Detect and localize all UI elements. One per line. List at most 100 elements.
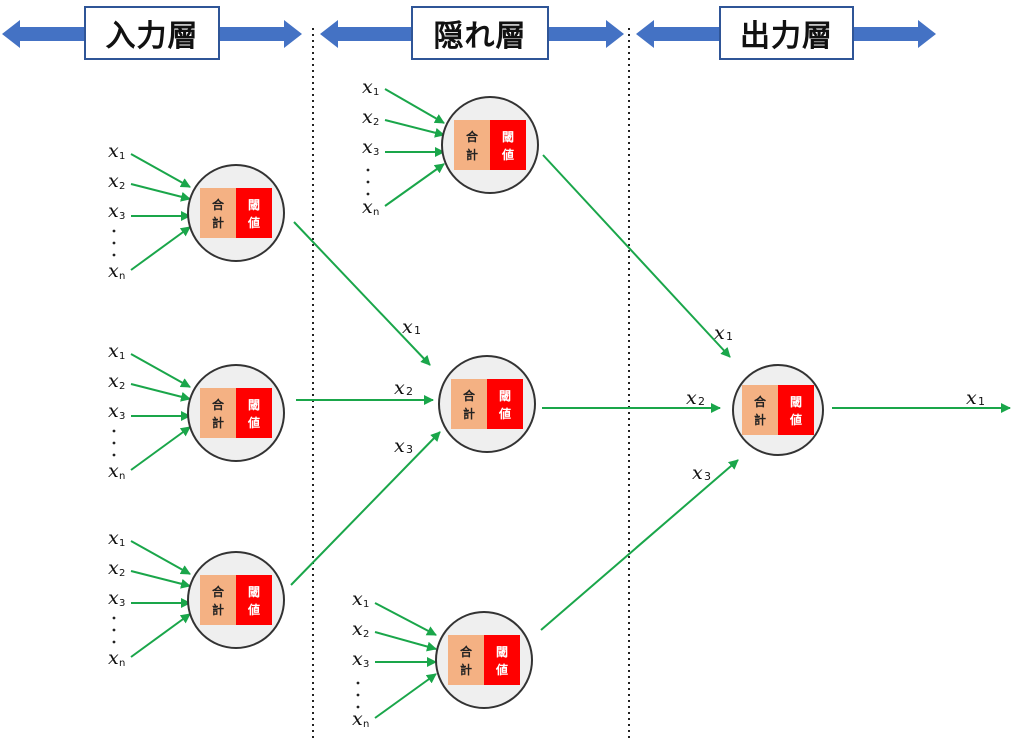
connections [290, 154, 1011, 631]
sum-label-char: 計 [754, 412, 766, 427]
input-label: x [362, 196, 373, 218]
ellipsis-dot [112, 229, 116, 233]
ellipsis-dot [112, 441, 116, 445]
input-label: x [352, 618, 363, 640]
ellipsis-dot [112, 241, 116, 245]
threshold-label-char: 閾 [499, 389, 511, 403]
output-label: x [966, 387, 977, 409]
threshold-block [778, 385, 814, 435]
sum-label-char: 合 [212, 197, 225, 212]
conn-label-1: x [714, 322, 725, 344]
ellipsis-dot [356, 693, 360, 697]
connection-in1-hid [293, 221, 431, 366]
input-arrow [384, 163, 445, 207]
threshold-label-char: 値 [247, 602, 260, 617]
sum-label-char: 合 [460, 644, 473, 659]
sum-label-char: 計 [212, 215, 224, 230]
input-label-subscript: n [119, 471, 125, 482]
input-label: x [108, 200, 119, 222]
input-arrow [130, 540, 191, 575]
conn-label-1-subscript: 1 [726, 330, 733, 343]
ellipsis-dot [366, 168, 370, 172]
input-label: x [108, 527, 119, 549]
conn-label-2-subscript: 2 [698, 395, 705, 408]
sum-block [200, 388, 236, 438]
connection-hid1-out [542, 154, 731, 358]
input-label-subscript: n [119, 271, 125, 282]
sum-block [448, 635, 484, 685]
input-label-subscript: 3 [373, 147, 379, 158]
threshold-label-char: 閾 [502, 130, 514, 144]
conn-label-2-subscript: 2 [406, 385, 413, 398]
input-arrow [130, 183, 191, 202]
threshold-label-char: 値 [789, 412, 802, 427]
connection-in3-hid [290, 431, 441, 586]
conn-label-3: x [394, 435, 405, 457]
input-label-subscript: n [363, 719, 369, 730]
ellipsis-dot [112, 628, 116, 632]
input-label-subscript: 2 [119, 181, 125, 192]
threshold-block [490, 120, 526, 170]
input-arrow [384, 119, 445, 138]
input-label: x [362, 76, 373, 98]
connection-hid3-out [540, 459, 739, 631]
input-arrow [130, 353, 191, 388]
input-label: x [362, 106, 373, 128]
conn-label-2: x [686, 387, 697, 409]
sum-label-char: 合 [212, 584, 225, 599]
input-label: x [108, 140, 119, 162]
ellipsis-dot [112, 253, 116, 257]
sum-label-char: 合 [212, 397, 225, 412]
input-label: x [108, 260, 119, 282]
sum-block [742, 385, 778, 435]
ellipsis-dot [112, 429, 116, 433]
input-label-subscript: 1 [373, 87, 379, 98]
input-arrow [130, 613, 191, 658]
neuron-out: 合計 閾値 [732, 364, 824, 456]
input-label-subscript: 2 [373, 117, 379, 128]
hidden-layer-title: 隠れ層 [411, 6, 549, 60]
input-label-subscript: 3 [119, 598, 125, 609]
input-label-subscript: 2 [119, 568, 125, 579]
sum-label-char: 合 [466, 129, 479, 144]
threshold-label-char: 値 [495, 662, 508, 677]
output-layer-title: 出力層 [719, 6, 854, 60]
input-label: x [108, 170, 119, 192]
input-arrow [374, 602, 437, 636]
input-label-subscript: 3 [119, 211, 125, 222]
threshold-label-char: 値 [247, 415, 260, 430]
conn-label-1-subscript: 1 [414, 324, 421, 337]
input-label: x [352, 588, 363, 610]
sum-block [454, 120, 490, 170]
input-label-subscript: n [373, 207, 379, 218]
ellipsis-dot [366, 192, 370, 196]
input-arrow [130, 383, 191, 402]
conn-label-1: x [402, 316, 413, 338]
threshold-label-char: 閾 [496, 645, 508, 659]
ellipsis-dot [356, 705, 360, 709]
sum-label-char: 計 [463, 406, 475, 421]
sum-label-char: 合 [754, 394, 767, 409]
ellipsis-dot [112, 453, 116, 457]
output-label-subscript: 1 [978, 395, 985, 408]
input-arrow [384, 88, 445, 124]
input-label: x [108, 460, 119, 482]
input-label: x [108, 340, 119, 362]
threshold-block [236, 575, 272, 625]
threshold-label-char: 閾 [790, 395, 802, 409]
input-arrow [374, 673, 437, 719]
input-label: x [108, 557, 119, 579]
conn-label-3-subscript: 3 [704, 470, 711, 483]
input-label-subscript: 3 [363, 659, 369, 670]
input-label: x [352, 708, 363, 730]
threshold-label-char: 閾 [248, 585, 260, 599]
sum-block [200, 575, 236, 625]
